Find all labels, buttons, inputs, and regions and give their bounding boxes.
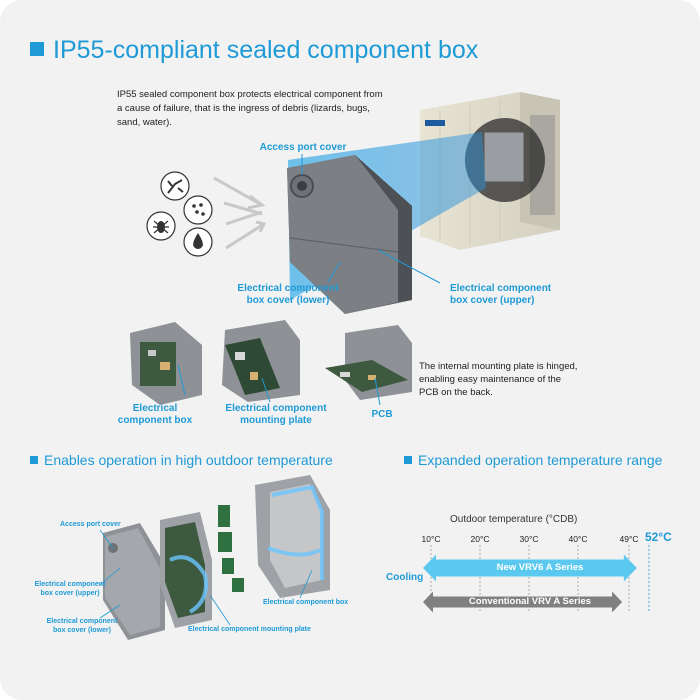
series-label-new: New VRV6 A Series: [496, 562, 584, 573]
title-bullet: [30, 42, 44, 56]
exploded-access-port-label: Access port cover: [60, 521, 121, 528]
page-title: IP55-compliant sealed component box: [30, 36, 478, 65]
intro-text: IP55 sealed component box protects elect…: [117, 89, 383, 128]
pcb-image: [325, 325, 412, 406]
high-temp-heading-text: Enables operation in high outdoor temper…: [44, 452, 333, 468]
exploded-box-label: Electrical component box: [263, 599, 349, 606]
series-label-conventional: Conventional VRV A Series: [468, 596, 592, 607]
debris-blocked-arrows: [213, 176, 267, 250]
range-arrow-conventional: [423, 591, 623, 613]
heading-bullet: [404, 456, 412, 464]
exploded-mounting-plate-label: Electrical component mounting plate: [188, 626, 311, 633]
cover-lower-label: Electrical component box cover (lower): [237, 283, 339, 306]
outdoor-unit-image: [420, 92, 560, 250]
exploded-view-image: [99, 475, 330, 640]
range-heading: Expanded operation temperature range: [404, 452, 662, 468]
component-box-open-image: [130, 322, 202, 405]
cooling-row-label: Cooling: [386, 572, 424, 583]
high-temp-heading: Enables operation in high outdoor temper…: [30, 452, 333, 468]
max-temp-label: 52°C: [645, 530, 672, 544]
chart-title: Outdoor temperature (°CDB): [450, 514, 578, 525]
hinge-note: The internal mounting plate is hinged, e…: [419, 361, 578, 398]
access-port-cover-label: Access port cover: [259, 142, 347, 153]
tick-label: 10°C: [421, 534, 441, 544]
range-arrow-new: [423, 554, 637, 582]
pcb-label: PCB: [371, 409, 393, 420]
chart-grid: [430, 545, 650, 612]
tick-label: 20°C: [470, 534, 490, 544]
tick-label: 49°C: [619, 534, 639, 544]
component-box-image: [285, 150, 412, 314]
component-box-label: Electrical component box: [117, 403, 193, 426]
page-title-text: IP55-compliant sealed component box: [53, 36, 479, 64]
mounting-plate-image: [222, 320, 300, 403]
tick-label: 40°C: [568, 534, 588, 544]
exploded-cover-upper-label: Electrical component box cover (upper): [34, 581, 106, 597]
top-leader-lines: [301, 154, 441, 284]
tick-label: 30°C: [519, 534, 539, 544]
range-heading-text: Expanded operation temperature range: [418, 452, 663, 468]
cover-upper-label: Electrical component box cover (upper): [450, 283, 552, 306]
mounting-plate-label: Electrical component mounting plate: [225, 403, 327, 426]
exploded-cover-lower-label: Electrical component box cover (lower): [46, 618, 118, 634]
debris-icon-group: [146, 171, 213, 257]
heading-bullet: [30, 456, 38, 464]
